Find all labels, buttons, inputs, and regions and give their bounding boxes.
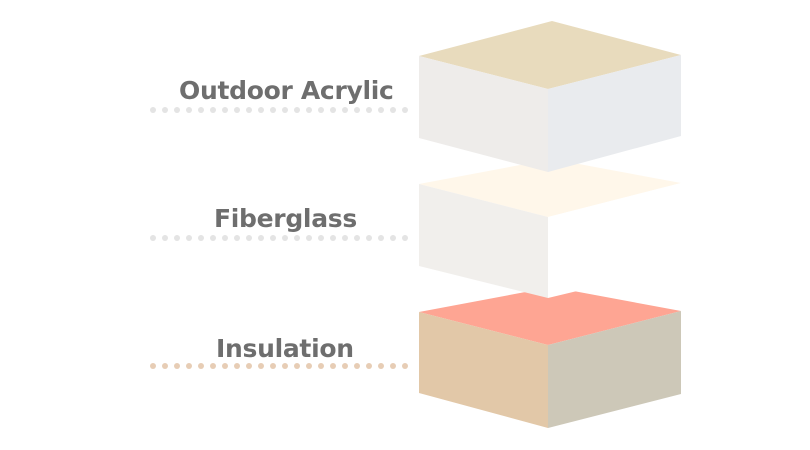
leader-dot	[342, 363, 348, 369]
leader-dot	[222, 235, 228, 241]
leader-dot	[198, 363, 204, 369]
leader-dot	[162, 107, 168, 113]
leader-dot	[294, 107, 300, 113]
leader-dot	[258, 363, 264, 369]
leader-dot	[366, 363, 372, 369]
leader-dot	[222, 363, 228, 369]
leader-dot	[150, 235, 156, 241]
leader-dot	[294, 235, 300, 241]
leader-dot	[366, 235, 372, 241]
leader-dot	[282, 363, 288, 369]
leader-dot	[402, 235, 408, 241]
leader-dot	[186, 235, 192, 241]
leader-dot	[318, 107, 324, 113]
leader-dot	[198, 107, 204, 113]
leader-line-insulation	[150, 363, 408, 369]
leader-dot	[294, 363, 300, 369]
leader-dot	[354, 107, 360, 113]
outdoor-acrylic-block-top	[419, 21, 681, 89]
insulation-block-right-face	[548, 311, 681, 428]
layer-label-outdoor-acrylic: Outdoor Acrylic	[179, 76, 394, 105]
leader-dot	[390, 235, 396, 241]
leader-dot	[378, 363, 384, 369]
leader-dot	[306, 235, 312, 241]
outdoor-acrylic-block-left-face	[419, 56, 548, 172]
leader-dot	[210, 363, 216, 369]
leader-dot	[378, 235, 384, 241]
leader-dot	[306, 363, 312, 369]
leader-dot	[378, 107, 384, 113]
leader-dot	[186, 107, 192, 113]
leader-dot	[246, 235, 252, 241]
fiberglass-block-right-face	[548, 183, 681, 298]
outdoor-acrylic-block	[419, 21, 681, 172]
leader-dot	[234, 235, 240, 241]
leader-dot	[210, 107, 216, 113]
leader-line-outdoor-acrylic	[150, 107, 408, 113]
leader-dot	[210, 235, 216, 241]
leader-dot	[402, 363, 408, 369]
leader-dot	[162, 363, 168, 369]
leader-dot	[162, 235, 168, 241]
leader-dot	[234, 363, 240, 369]
leader-dot	[186, 363, 192, 369]
leader-dot	[330, 363, 336, 369]
leader-dot	[198, 235, 204, 241]
layer-label-insulation: Insulation	[216, 334, 354, 363]
fiberglass-block	[419, 159, 681, 298]
insulation-block-left-face	[419, 312, 548, 428]
leader-dot	[306, 107, 312, 113]
leader-dot	[270, 235, 276, 241]
leader-dot	[246, 107, 252, 113]
fiberglass-block-top	[419, 159, 681, 217]
leader-dot	[234, 107, 240, 113]
leader-dot	[174, 107, 180, 113]
leader-dot	[390, 107, 396, 113]
leader-dot	[150, 363, 156, 369]
leader-dot	[330, 107, 336, 113]
leader-dot	[354, 363, 360, 369]
fiberglass-block-left-face	[419, 184, 548, 298]
leader-dot	[258, 107, 264, 113]
leader-dot	[174, 363, 180, 369]
leader-dot	[270, 107, 276, 113]
leader-dot	[282, 107, 288, 113]
insulation-block	[419, 287, 681, 428]
leader-dot	[174, 235, 180, 241]
leader-dot	[390, 363, 396, 369]
leader-dot	[354, 235, 360, 241]
leader-dot	[270, 363, 276, 369]
leader-line-fiberglass	[150, 235, 408, 241]
leader-dot	[402, 107, 408, 113]
leader-dot	[366, 107, 372, 113]
leader-dot	[342, 107, 348, 113]
leader-dot	[282, 235, 288, 241]
leader-dot	[246, 363, 252, 369]
leader-dot	[318, 235, 324, 241]
layer-label-fiberglass: Fiberglass	[214, 204, 357, 233]
leader-dot	[222, 107, 228, 113]
leader-dot	[330, 235, 336, 241]
leader-dot	[318, 363, 324, 369]
outdoor-acrylic-block-right-face	[548, 55, 681, 172]
leader-dot	[258, 235, 264, 241]
leader-dot	[342, 235, 348, 241]
leader-dot	[150, 107, 156, 113]
insulation-block-top	[419, 287, 681, 345]
